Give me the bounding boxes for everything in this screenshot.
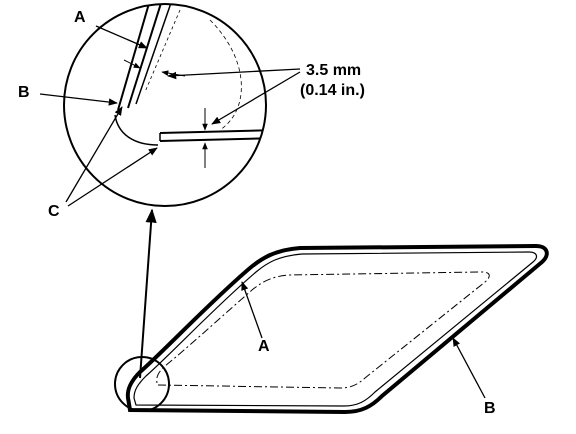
glass-inner-line <box>209 19 242 131</box>
molding-lower-top <box>159 129 266 134</box>
leader-dim-upper <box>167 68 301 80</box>
leader-detail-c-2 <box>67 147 158 207</box>
label-glass-b: B <box>484 400 496 417</box>
leader-detail-a <box>95 25 148 49</box>
quarter-glass <box>114 243 549 415</box>
leader-detail-b <box>39 93 118 106</box>
molding-edge <box>135 4 173 105</box>
glass-edge-outer <box>117 4 151 111</box>
label-detail-b: B <box>18 84 30 101</box>
glass-molding-inner <box>133 251 538 407</box>
label-dimension-mm: 3.5 mm <box>306 62 362 79</box>
leader-glass-b <box>452 337 486 399</box>
connector-arrow <box>139 208 157 379</box>
detail-callout-circle <box>114 356 170 412</box>
molding-lower-bottom <box>159 137 266 142</box>
glass-edge-inner <box>127 4 163 109</box>
label-detail-a: A <box>74 9 86 26</box>
label-dimension-in: (0.14 in.) <box>300 82 365 99</box>
detail-view <box>63 3 267 207</box>
label-detail-c: C <box>48 203 60 220</box>
label-glass-a: A <box>258 338 270 355</box>
leader-detail-c-1 <box>65 106 123 203</box>
adhesive-bead-line <box>156 271 490 389</box>
leader-glass-a <box>241 281 263 339</box>
adhesive-bead <box>114 114 159 146</box>
detail-leaders <box>39 25 301 207</box>
leader-dim-lower <box>211 71 301 125</box>
glass-molding-outer <box>125 243 549 415</box>
